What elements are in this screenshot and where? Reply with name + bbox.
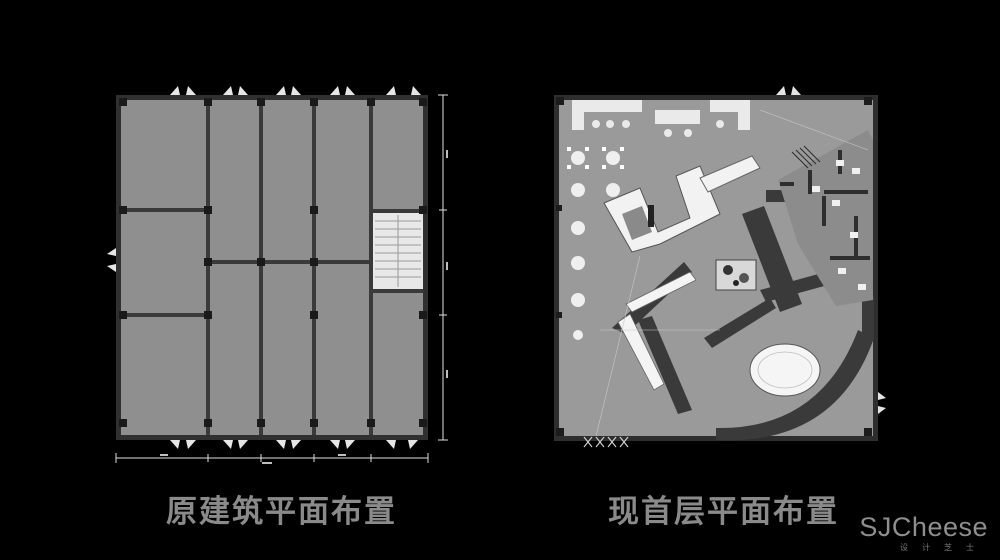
current-columns bbox=[556, 97, 872, 436]
current-restroom-cluster bbox=[778, 130, 873, 306]
current-display-counter bbox=[617, 271, 697, 391]
original-floor-plan bbox=[107, 86, 448, 464]
current-guide-lines bbox=[595, 109, 869, 437]
current-entry-gates bbox=[583, 436, 629, 448]
current-floor-plan bbox=[554, 86, 886, 448]
current-exhibit-block bbox=[715, 259, 757, 291]
current-seating-tables bbox=[567, 147, 624, 340]
current-curved-lounge bbox=[716, 296, 874, 441]
watermark-logo: SJCheese 设计芝士 bbox=[859, 513, 988, 553]
current-reception-counter bbox=[572, 100, 750, 137]
watermark-name: SJCheese bbox=[859, 512, 988, 542]
current-u-bar bbox=[603, 165, 721, 253]
original-grid-walls bbox=[121, 100, 423, 435]
original-plan-caption: 原建筑平面布置 bbox=[166, 494, 397, 530]
original-dimension-ticks bbox=[160, 150, 448, 464]
original-dimension-lines bbox=[115, 94, 448, 463]
original-columns bbox=[119, 98, 427, 427]
original-doors bbox=[107, 86, 421, 449]
current-long-table bbox=[699, 155, 761, 193]
watermark-subtitle: 设计芝士 bbox=[900, 543, 988, 552]
original-stair bbox=[373, 213, 423, 289]
current-doors bbox=[776, 86, 886, 414]
current-plan-caption: 现首层平面布置 bbox=[608, 494, 839, 530]
